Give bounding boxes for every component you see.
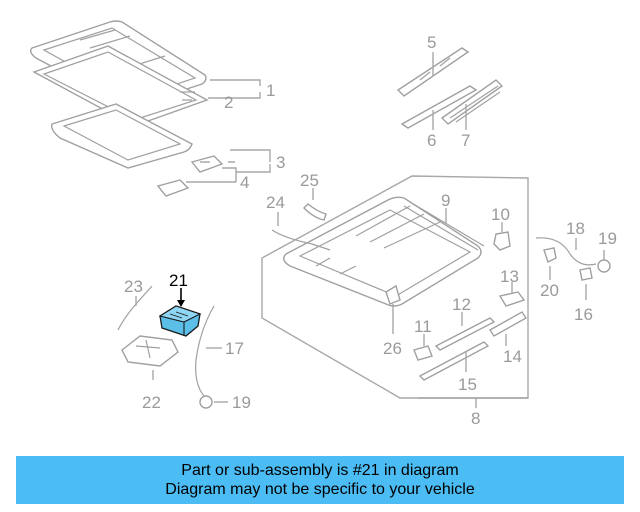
callout-20: 20 — [540, 281, 559, 300]
part-4-brackets — [156, 155, 224, 197]
callout-13: 13 — [500, 267, 519, 286]
part-6-rail — [400, 85, 478, 129]
callout-22: 22 — [142, 393, 161, 412]
part-10-clip — [493, 231, 511, 251]
part-13-bracket — [498, 291, 526, 307]
callout-14: 14 — [503, 347, 522, 366]
part-20-connector — [543, 247, 557, 263]
callout-19-top: 19 — [598, 229, 617, 248]
part-2-seal-frame — [32, 45, 209, 127]
callout-3: 3 — [276, 153, 285, 172]
part-15-arm — [418, 341, 490, 381]
part-14-rail — [488, 311, 528, 337]
callout-25: 25 — [300, 171, 319, 190]
part-16-cap — [579, 267, 593, 281]
callout-19-bottom: 19 — [232, 393, 251, 412]
callout-1: 1 — [266, 81, 275, 100]
callout-16: 16 — [574, 305, 593, 324]
callout-21: 21 — [169, 271, 188, 290]
part-17-cable — [195, 305, 215, 397]
part-21-motor-highlighted — [158, 305, 202, 337]
info-banner: Part or sub-assembly is #21 in diagram D… — [16, 456, 624, 504]
banner-line-1: Part or sub-assembly is #21 in diagram — [181, 462, 459, 479]
part-24-rod — [271, 229, 331, 251]
callout-5: 5 — [427, 33, 436, 52]
callout-17: 17 — [225, 339, 244, 358]
part-26-clip — [385, 284, 401, 305]
callout-12: 12 — [452, 295, 471, 314]
part-22-bracket — [121, 335, 179, 367]
banner-line-2: Diagram may not be specific to your vehi… — [165, 481, 475, 498]
callout-6: 6 — [427, 131, 436, 150]
part-3-frame — [50, 103, 193, 169]
callout-2: 2 — [224, 93, 233, 112]
parts-diagram: 1 2 3 4 5 6 7 8 9 10 11 12 13 14 15 16 1… — [29, 20, 617, 428]
callout-24: 24 — [266, 193, 285, 212]
callout-18: 18 — [566, 219, 585, 238]
part-18-hose — [535, 237, 597, 266]
callout-9: 9 — [441, 191, 450, 210]
callout-26: 26 — [383, 339, 402, 358]
callout-7: 7 — [461, 131, 470, 150]
callout-8: 8 — [471, 409, 480, 428]
callout-11: 11 — [414, 317, 432, 336]
part-25-strip — [303, 203, 327, 221]
callout-23: 23 — [124, 277, 143, 296]
part-7-rail — [440, 79, 504, 125]
part-12-link — [434, 317, 496, 351]
callout-10: 10 — [491, 205, 510, 224]
callout-15: 15 — [458, 375, 477, 394]
callout-4: 4 — [240, 173, 249, 192]
part-11-block — [413, 345, 433, 361]
part-19-grommet — [199, 395, 213, 409]
part-19-clamp — [597, 259, 611, 273]
